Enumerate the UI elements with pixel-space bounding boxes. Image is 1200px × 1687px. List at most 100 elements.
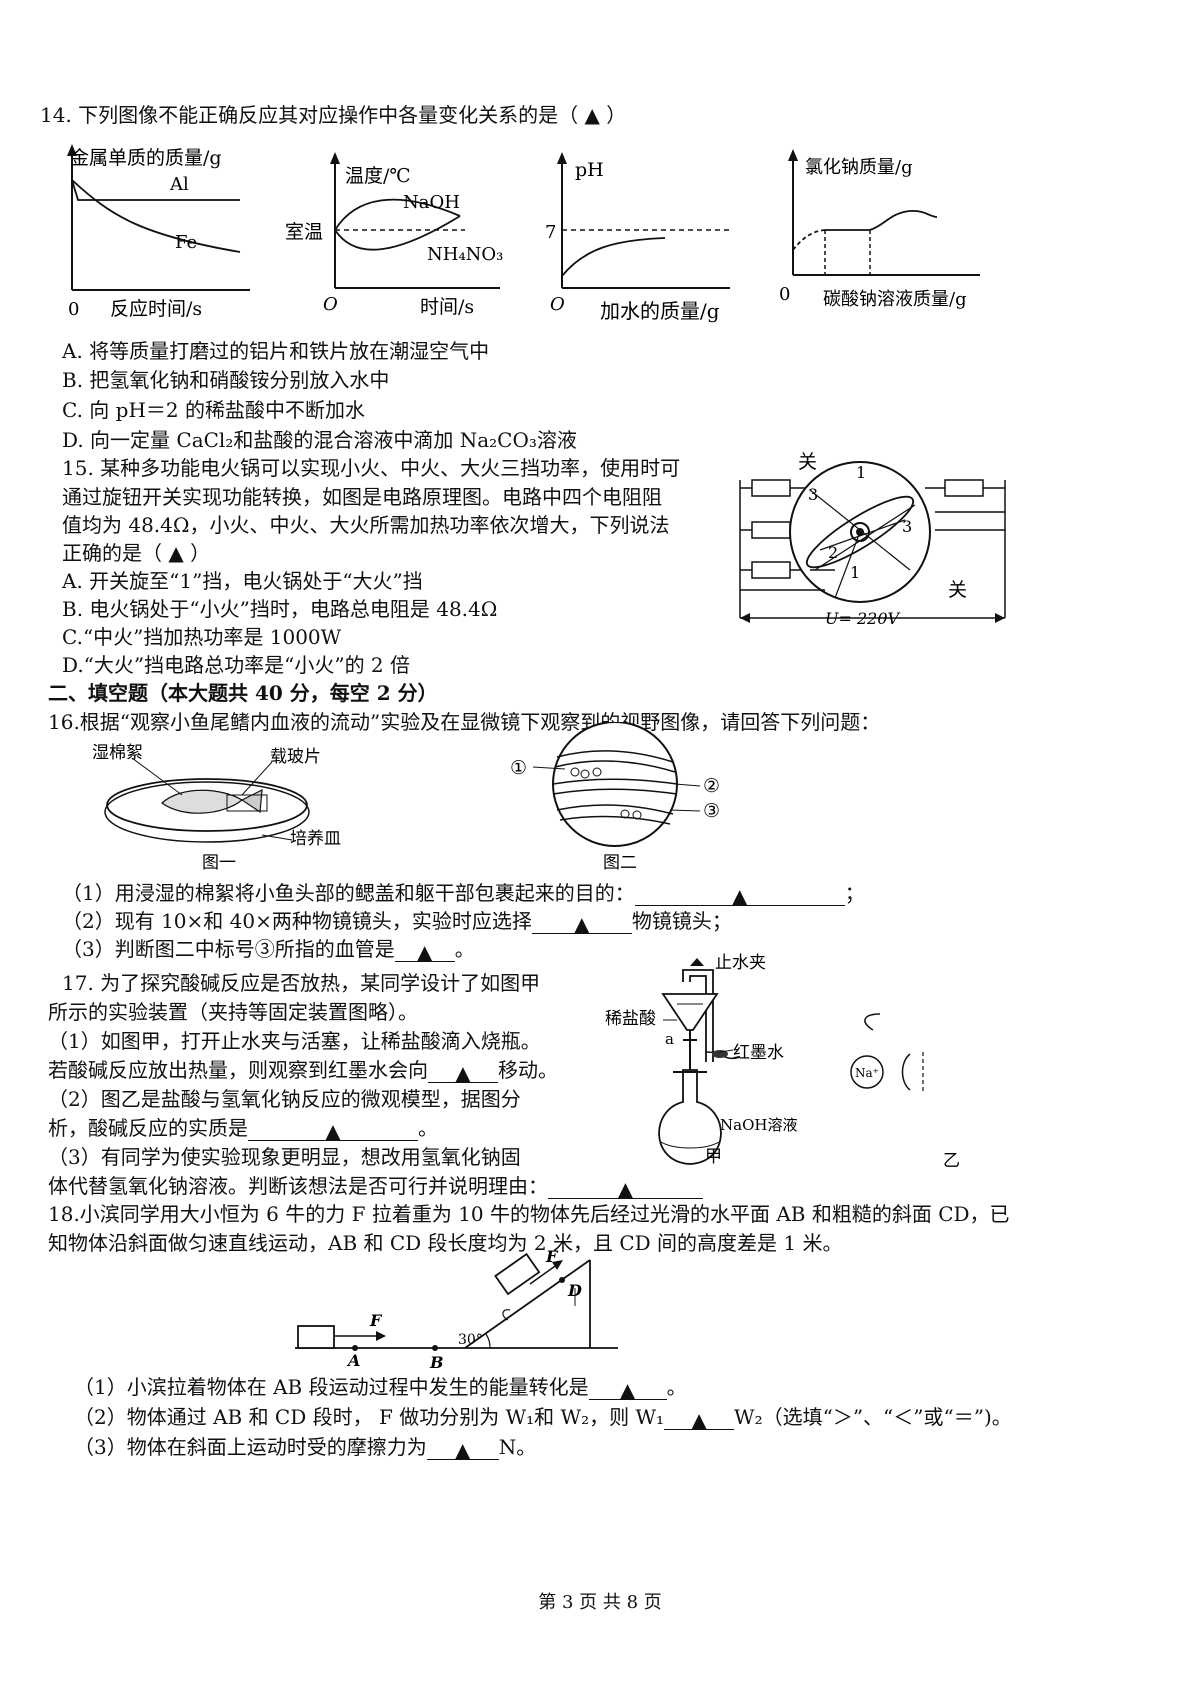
q16-part-2-end: 物镜镜头； (631, 909, 732, 933)
q16-microscope-figure: ① ② ③ 图二 (510, 722, 720, 872)
q16-part-1: （1）用浸湿的棉絮将小鱼头部的鳃盖和躯干部包裹起来的目的：▲； (62, 880, 865, 908)
q18-line-1: 18.小滨同学用大小恒为 6 牛的力 F 拉着重为 10 牛的物体先后经过光滑的… (48, 1202, 1010, 1226)
model-na: Na⁺ (855, 1066, 879, 1080)
apparatus-acid: 稀盐酸 (605, 1009, 656, 1029)
graph-b-origin: O (323, 294, 338, 315)
circuit-n3-left: 3 (808, 485, 818, 504)
q15-option-d: D.“大火”挡电路总功率是“小火”的 2 倍 (62, 653, 411, 677)
q15-circuit-figure: 关 1 3 3 2 1 关 U= 220V (739, 451, 1006, 628)
graph-b-ylabel: 温度/℃ (345, 165, 411, 187)
q16-part-3: （3）判断图二中标号③所指的血管是▲。 (62, 936, 475, 964)
apparatus-yi: 乙 (943, 1151, 960, 1171)
q17-blank-3[interactable]: ▲ (548, 1176, 703, 1201)
graph-a-origin: 0 (68, 299, 79, 320)
q17-line-8: 体代替氢氧化钠溶液。判断该想法是否可行并说明理由：▲ (48, 1173, 703, 1201)
q15-line-4: 正确的是（ ▲ ） (62, 541, 211, 565)
q16-blank-3[interactable]: ▲ (394, 939, 455, 964)
q14-option-a: A. 将等质量打磨过的铝片和铁片放在潮湿空气中 (62, 339, 490, 363)
incline-f-slope: F (545, 1248, 559, 1266)
micro-caption: 图二 (603, 853, 637, 872)
q17-line-6-end: 。 (418, 1116, 438, 1140)
q17-line-5: （2）图乙是盐酸与氢氧化钠反应的微观模型，据图分 (48, 1087, 521, 1111)
q18-blank-1[interactable]: ▲ (588, 1377, 667, 1402)
graph-a-fe: Fe (175, 232, 197, 253)
q17-line-3: （1）如图甲，打开止水夹与活塞，让稀盐酸滴入烧瓶。 (48, 1029, 541, 1053)
page-footer: 第 3 页 共 8 页 (538, 1592, 662, 1613)
q16-blank-2[interactable]: ▲ (531, 911, 632, 936)
graph-b-xlabel: 时间/s (420, 296, 474, 318)
section-2-heading: 二、填空题（本大题共 40 分，每空 2 分） (48, 681, 438, 705)
apparatus-clamp: 止水夹 (715, 953, 766, 973)
circuit-voltage: U= 220V (825, 609, 901, 628)
q16-blank-1[interactable]: ▲ (634, 883, 845, 908)
q15-option-b: B. 电火锅处于“小火”挡时，电路总电阻是 48.4Ω (62, 597, 498, 621)
incline-d: D (567, 1281, 582, 1300)
q18-part-3-text: （3）物体在斜面上运动时受的摩擦力为 (74, 1435, 427, 1459)
q15-option-c: C.“中火”挡加热功率是 1000W (62, 625, 342, 649)
apparatus-a: a (665, 1030, 674, 1048)
circuit-guan-bottom: 关 (948, 579, 967, 601)
q16-part-3-end: 。 (454, 937, 475, 961)
q18-part-2-end: W₂（选填“＞”、“＜”或“＝”)。 (734, 1405, 1012, 1429)
apparatus-naoh: NaOH溶液 (720, 1116, 797, 1134)
q17-blank-2[interactable]: ▲ (248, 1118, 418, 1143)
q16-fish-figure: 湿棉絮 载玻片 培养皿 图一 (92, 743, 341, 873)
fish-caption: 图一 (202, 853, 236, 873)
incline-a: A (346, 1351, 360, 1370)
graph-a-xlabel: 反应时间/s (110, 298, 202, 320)
q18-part-3: （3）物体在斜面上运动时受的摩擦力为▲N。 (74, 1434, 537, 1462)
q14-option-c: C. 向 pH＝2 的稀盐酸中不断加水 (62, 398, 365, 422)
q17-line-1: 17. 为了探究酸碱反应是否放热，某同学设计了如图甲 (62, 971, 541, 995)
q17-line-4-text: 若酸碱反应放出热量，则观察到红墨水会向 (48, 1058, 428, 1082)
fish-label-slide: 载玻片 (270, 747, 321, 767)
q18-blank-3[interactable]: ▲ (426, 1437, 499, 1462)
incline-b: B (429, 1353, 444, 1372)
q17-line-2: 所示的实验装置（夹持等固定装置图略）。 (48, 1000, 418, 1024)
circuit-n1-top: 1 (856, 463, 866, 482)
graph-b-naoh: NaOH (403, 192, 460, 213)
q17-line-7: （3）有同学为使实验现象更明显，想改用氢氧化钠固 (48, 1145, 521, 1169)
q15-line-3: 值均为 48.4Ω，小火、中火、大火所需加热功率依次增大，下列说法 (62, 513, 670, 537)
incline-angle: 30° (458, 1332, 483, 1348)
graph-d-ylabel: 氯化钠质量/g (805, 157, 913, 178)
graph-c-ylabel: pH (575, 159, 604, 181)
q18-part-3-end: N。 (498, 1435, 537, 1459)
micro-marker-2: ② (703, 775, 720, 797)
graph-c-seven: 7 (545, 222, 556, 243)
q18-incline-figure: F F A B D 30° (295, 1248, 618, 1372)
q15-line-2: 通过旋钮开关实现功能转换，如图是电路原理图。电路中四个电阻阻 (62, 485, 662, 509)
q18-blank-2[interactable]: ▲ (664, 1407, 735, 1432)
graph-b-room: 室温 (285, 221, 323, 243)
q18-line-2: 知物体沿斜面做匀速直线运动，AB 和 CD 段长度均为 2 米，且 CD 间的高… (48, 1231, 843, 1255)
q18-part-1-text: （1）小滨拉着物体在 AB 段运动过程中发生的能量转化是 (74, 1375, 589, 1399)
q17-apparatus-figure: 止水夹 稀盐酸 a 红墨水 NaOH溶液 甲 Na⁺ 乙 (605, 953, 960, 1171)
circuit-guan-top: 关 (798, 451, 817, 473)
q14-graph-d: 氯化钠质量/g 0 碳酸钠溶液质量/g (779, 149, 980, 310)
graph-b-nh4no3: NH₄NO₃ (427, 244, 503, 265)
q18-part-1: （1）小滨拉着物体在 AB 段运动过程中发生的能量转化是▲。 (74, 1374, 687, 1402)
q18-part-2: （2）物体通过 AB 和 CD 段时， F 做功分别为 W₁和 W₂，则 W₁▲… (74, 1404, 1012, 1432)
q16-part-3-text: （3）判断图二中标号③所指的血管是 (62, 937, 395, 961)
q18-part-2-text: （2）物体通过 AB 和 CD 段时， F 做功分别为 W₁和 W₂，则 W₁ (74, 1405, 665, 1429)
q17-blank-1[interactable]: ▲ (428, 1060, 498, 1085)
q18-part-1-end: 。 (666, 1375, 687, 1399)
q16-part-2-text: （2）现有 10×和 40×两种物镜镜头，实验时应选择 (62, 909, 532, 933)
q17-line-4: 若酸碱反应放出热量，则观察到红墨水会向▲移动。 (48, 1057, 558, 1085)
q15-line-1: 15. 某种多功能电火锅可以实现小火、中火、大火三挡功率，使用时可 (62, 456, 681, 480)
q16-part-1-end: ； (844, 881, 865, 905)
fish-label-cotton: 湿棉絮 (92, 743, 143, 763)
q17-line-4-end: 移动。 (498, 1058, 558, 1082)
q14-graph-b: 温度/℃ NaOH 室温 NH₄NO₃ O 时间/s (285, 152, 503, 318)
graph-c-origin: O (550, 294, 565, 315)
circuit-n1-bottom: 1 (850, 563, 860, 582)
q15-option-a: A. 开关旋至“1”挡，电火锅处于“大火”挡 (62, 569, 423, 593)
circuit-n2: 2 (828, 543, 838, 562)
q14-stem: 14. 下列图像不能正确反应其对应操作中各量变化关系的是（ ▲ ） (40, 103, 627, 127)
q16-part-1-text: （1）用浸湿的棉絮将小鱼头部的鳃盖和躯干部包裹起来的目的： (62, 881, 635, 905)
graph-c-xlabel: 加水的质量/g (600, 299, 720, 323)
graph-a-ylabel: 金属单质的质量/g (70, 147, 222, 169)
q14-option-b: B. 把氢氧化钠和硝酸铵分别放入水中 (62, 368, 390, 392)
q17-line-6: 析，酸碱反应的实质是▲。 (48, 1115, 438, 1143)
graph-d-xlabel: 碳酸钠溶液质量/g (823, 289, 967, 310)
q14-graph-a: 金属单质的质量/g Al Fe 0 反应时间/s (67, 144, 250, 320)
